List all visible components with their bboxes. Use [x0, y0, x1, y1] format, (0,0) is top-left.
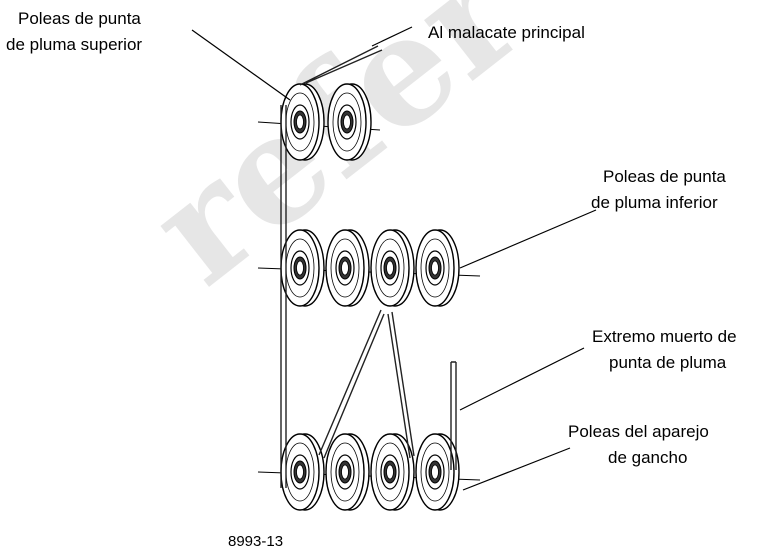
lower-sheave	[370, 229, 415, 307]
wire-rope	[280, 45, 457, 488]
leader-lines	[191, 26, 597, 491]
leader-hook-block	[462, 447, 571, 491]
label-main-hoist: Al malacate principal	[428, 23, 585, 42]
label-lower-sheaves: Poleas de punta de pluma inferior	[591, 167, 731, 212]
figure-number: 8993-13	[228, 533, 283, 550]
hook-block-sheave	[325, 433, 370, 511]
label-dead-end: Extremo muerto de punta de pluma	[592, 327, 741, 372]
lower-sheave	[325, 229, 370, 307]
rope-cross-left	[318, 309, 385, 459]
rope-cross-right	[387, 311, 415, 459]
label-hook-block-sheaves: Poleas del aparejo de gancho	[568, 422, 714, 467]
rope-dead-end	[450, 361, 457, 470]
lower-sheave	[415, 229, 460, 307]
sheave-group	[257, 83, 481, 511]
lower-sheave	[280, 229, 325, 307]
leader-lower	[459, 209, 597, 269]
upper-sheave	[327, 83, 372, 161]
leader-dead-end	[459, 347, 585, 411]
leader-upper	[191, 29, 291, 101]
hook-block-sheave	[370, 433, 415, 511]
rope-to-main-hoist	[299, 45, 383, 86]
hook-block-sheave	[415, 433, 460, 511]
hook-block-sheave	[280, 433, 325, 511]
label-upper-sheaves: Poleas de punta de pluma superior	[6, 9, 146, 54]
upper-sheave	[280, 83, 325, 161]
rope-left-vertical	[280, 105, 287, 488]
leader-main-hoist	[371, 26, 413, 47]
